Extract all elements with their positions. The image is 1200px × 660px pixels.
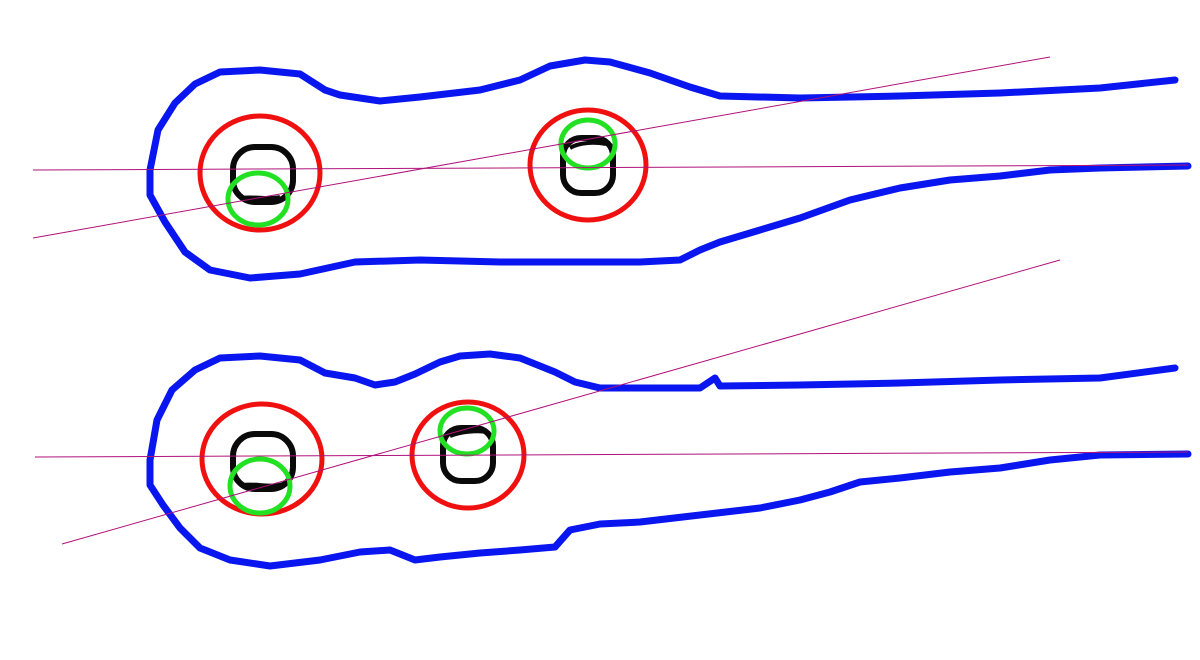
lower-horizontal-guide bbox=[34, 451, 1189, 458]
upper-outline bbox=[146, 56, 1192, 282]
upper-horizontal-guide bbox=[32, 164, 1189, 171]
upper-right-mark bbox=[568, 140, 607, 150]
upper-figure bbox=[32, 56, 1192, 282]
lower-right-highlight-ring bbox=[437, 405, 497, 457]
lower-left-highlight-ring bbox=[227, 456, 293, 516]
upper-left-outer-ring bbox=[197, 113, 323, 233]
upper-right-inner-ring bbox=[560, 135, 616, 196]
lower-left-mark bbox=[241, 482, 284, 488]
lower-outline bbox=[146, 350, 1192, 570]
upper-right-outer-ring bbox=[527, 107, 649, 223]
lower-diagonal-guide bbox=[61, 259, 1061, 545]
upper-left-highlight-ring bbox=[225, 170, 291, 228]
lower-left-inner-ring bbox=[230, 431, 296, 492]
upper-left-inner-ring bbox=[230, 144, 296, 205]
upper-diagonal-guide bbox=[32, 56, 1051, 239]
lower-right-mark bbox=[449, 429, 489, 438]
lower-figure bbox=[34, 259, 1192, 570]
